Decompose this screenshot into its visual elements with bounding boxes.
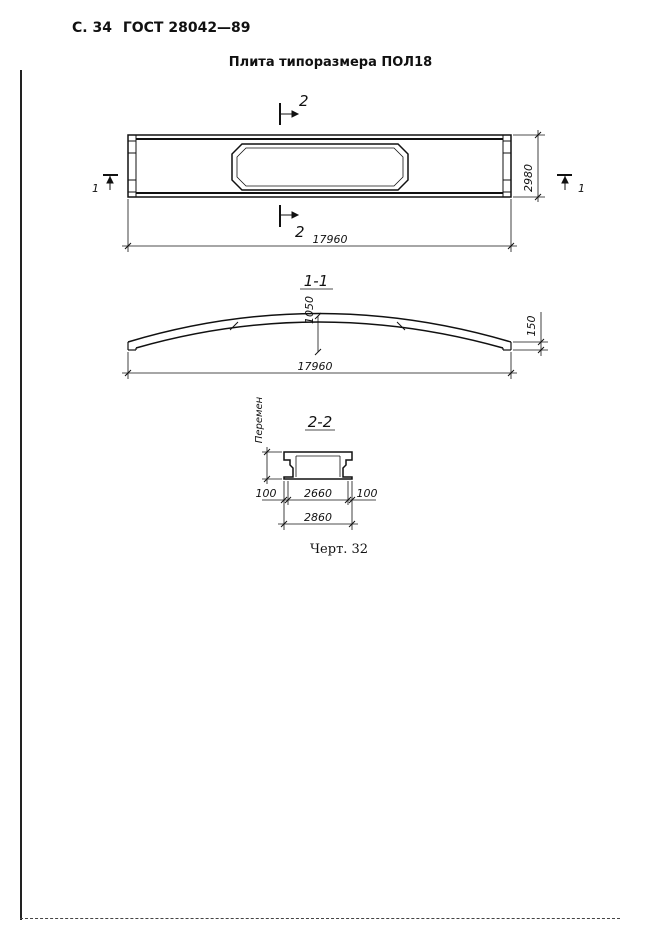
section-1-1-length-dimension: 17960 (298, 360, 333, 373)
plan-opening (231, 143, 409, 191)
figure-caption: Черт. 32 (310, 542, 369, 557)
section-1-1-height-dimension: 1050 (303, 296, 316, 324)
page-border-bottom (20, 918, 620, 920)
page-number: С. 34 (72, 20, 112, 36)
standard-number: ГОСТ 28042—89 (122, 20, 251, 36)
section-2-2-total-dimension: 2860 (304, 511, 332, 524)
section-1-1-top-curve (127, 312, 512, 343)
section-1-1-edge-dimension: 150 (525, 316, 538, 337)
section-2-2-label: 2-2 (308, 413, 333, 431)
plan-section-2-top-label: 2 (299, 92, 309, 110)
plan-outline (127, 134, 512, 198)
section-1-1-view (122, 288, 548, 379)
plan-width-dimension: 2980 (522, 164, 535, 192)
plan-section-1-left-label: 1 (92, 182, 99, 195)
section-2-2-mid-dimension: 2660 (304, 487, 332, 500)
section-1-1-bottom-curve (135, 321, 504, 349)
section-2-2-profile (283, 451, 353, 480)
drawing-title: Плита типоразмера ПОЛ18 (228, 55, 433, 70)
plan-section-1-right-label: 1 (578, 182, 585, 195)
section-2-2-height-label: Перемен (254, 396, 265, 443)
section-2-2-left-dimension: 100 (256, 487, 277, 500)
section-2-2-view (262, 429, 376, 530)
page-border-left (20, 70, 22, 920)
plan-section-2-bottom-label: 2 (295, 223, 305, 241)
plan-view (103, 103, 572, 252)
section-2-2-right-dimension: 100 (357, 487, 378, 500)
plan-length-dimension: 17960 (313, 233, 348, 246)
section-1-1-label: 1-1 (304, 272, 329, 290)
page-header: С. 34 ГОСТ 28042—89 (72, 20, 257, 36)
